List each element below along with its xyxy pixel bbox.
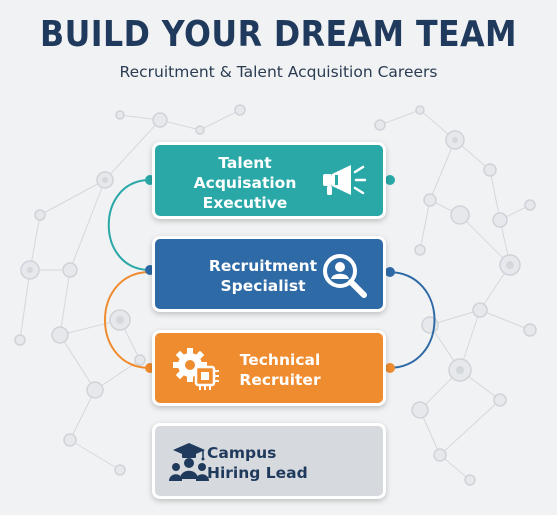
role-card-campus-hiring-lead: Campus Hiring Lead — [152, 423, 386, 499]
megaphone-icon — [321, 161, 369, 205]
gear-chip-icon — [172, 345, 220, 395]
graduation-group-icon — [169, 441, 209, 487]
role-card-technical-recruiter: Technical Recruiter — [152, 330, 386, 406]
page-title: BUILD YOUR DREAM TEAM — [39, 14, 517, 55]
page-subtitle: Recruitment & Talent Acquisition Careers — [119, 63, 438, 81]
role-label: Talent Acquisation Executive — [193, 154, 297, 212]
role-label: Recruitment Specialist — [208, 257, 318, 295]
role-card-talent-acquisition: Talent Acquisation Executive — [152, 142, 386, 219]
role-label: Campus Hiring Lead — [207, 444, 308, 482]
role-card-recruitment-specialist: Recruitment Specialist — [152, 236, 386, 312]
magnifier-user-icon — [320, 251, 370, 305]
role-label: Technical Recruiter — [239, 351, 321, 389]
